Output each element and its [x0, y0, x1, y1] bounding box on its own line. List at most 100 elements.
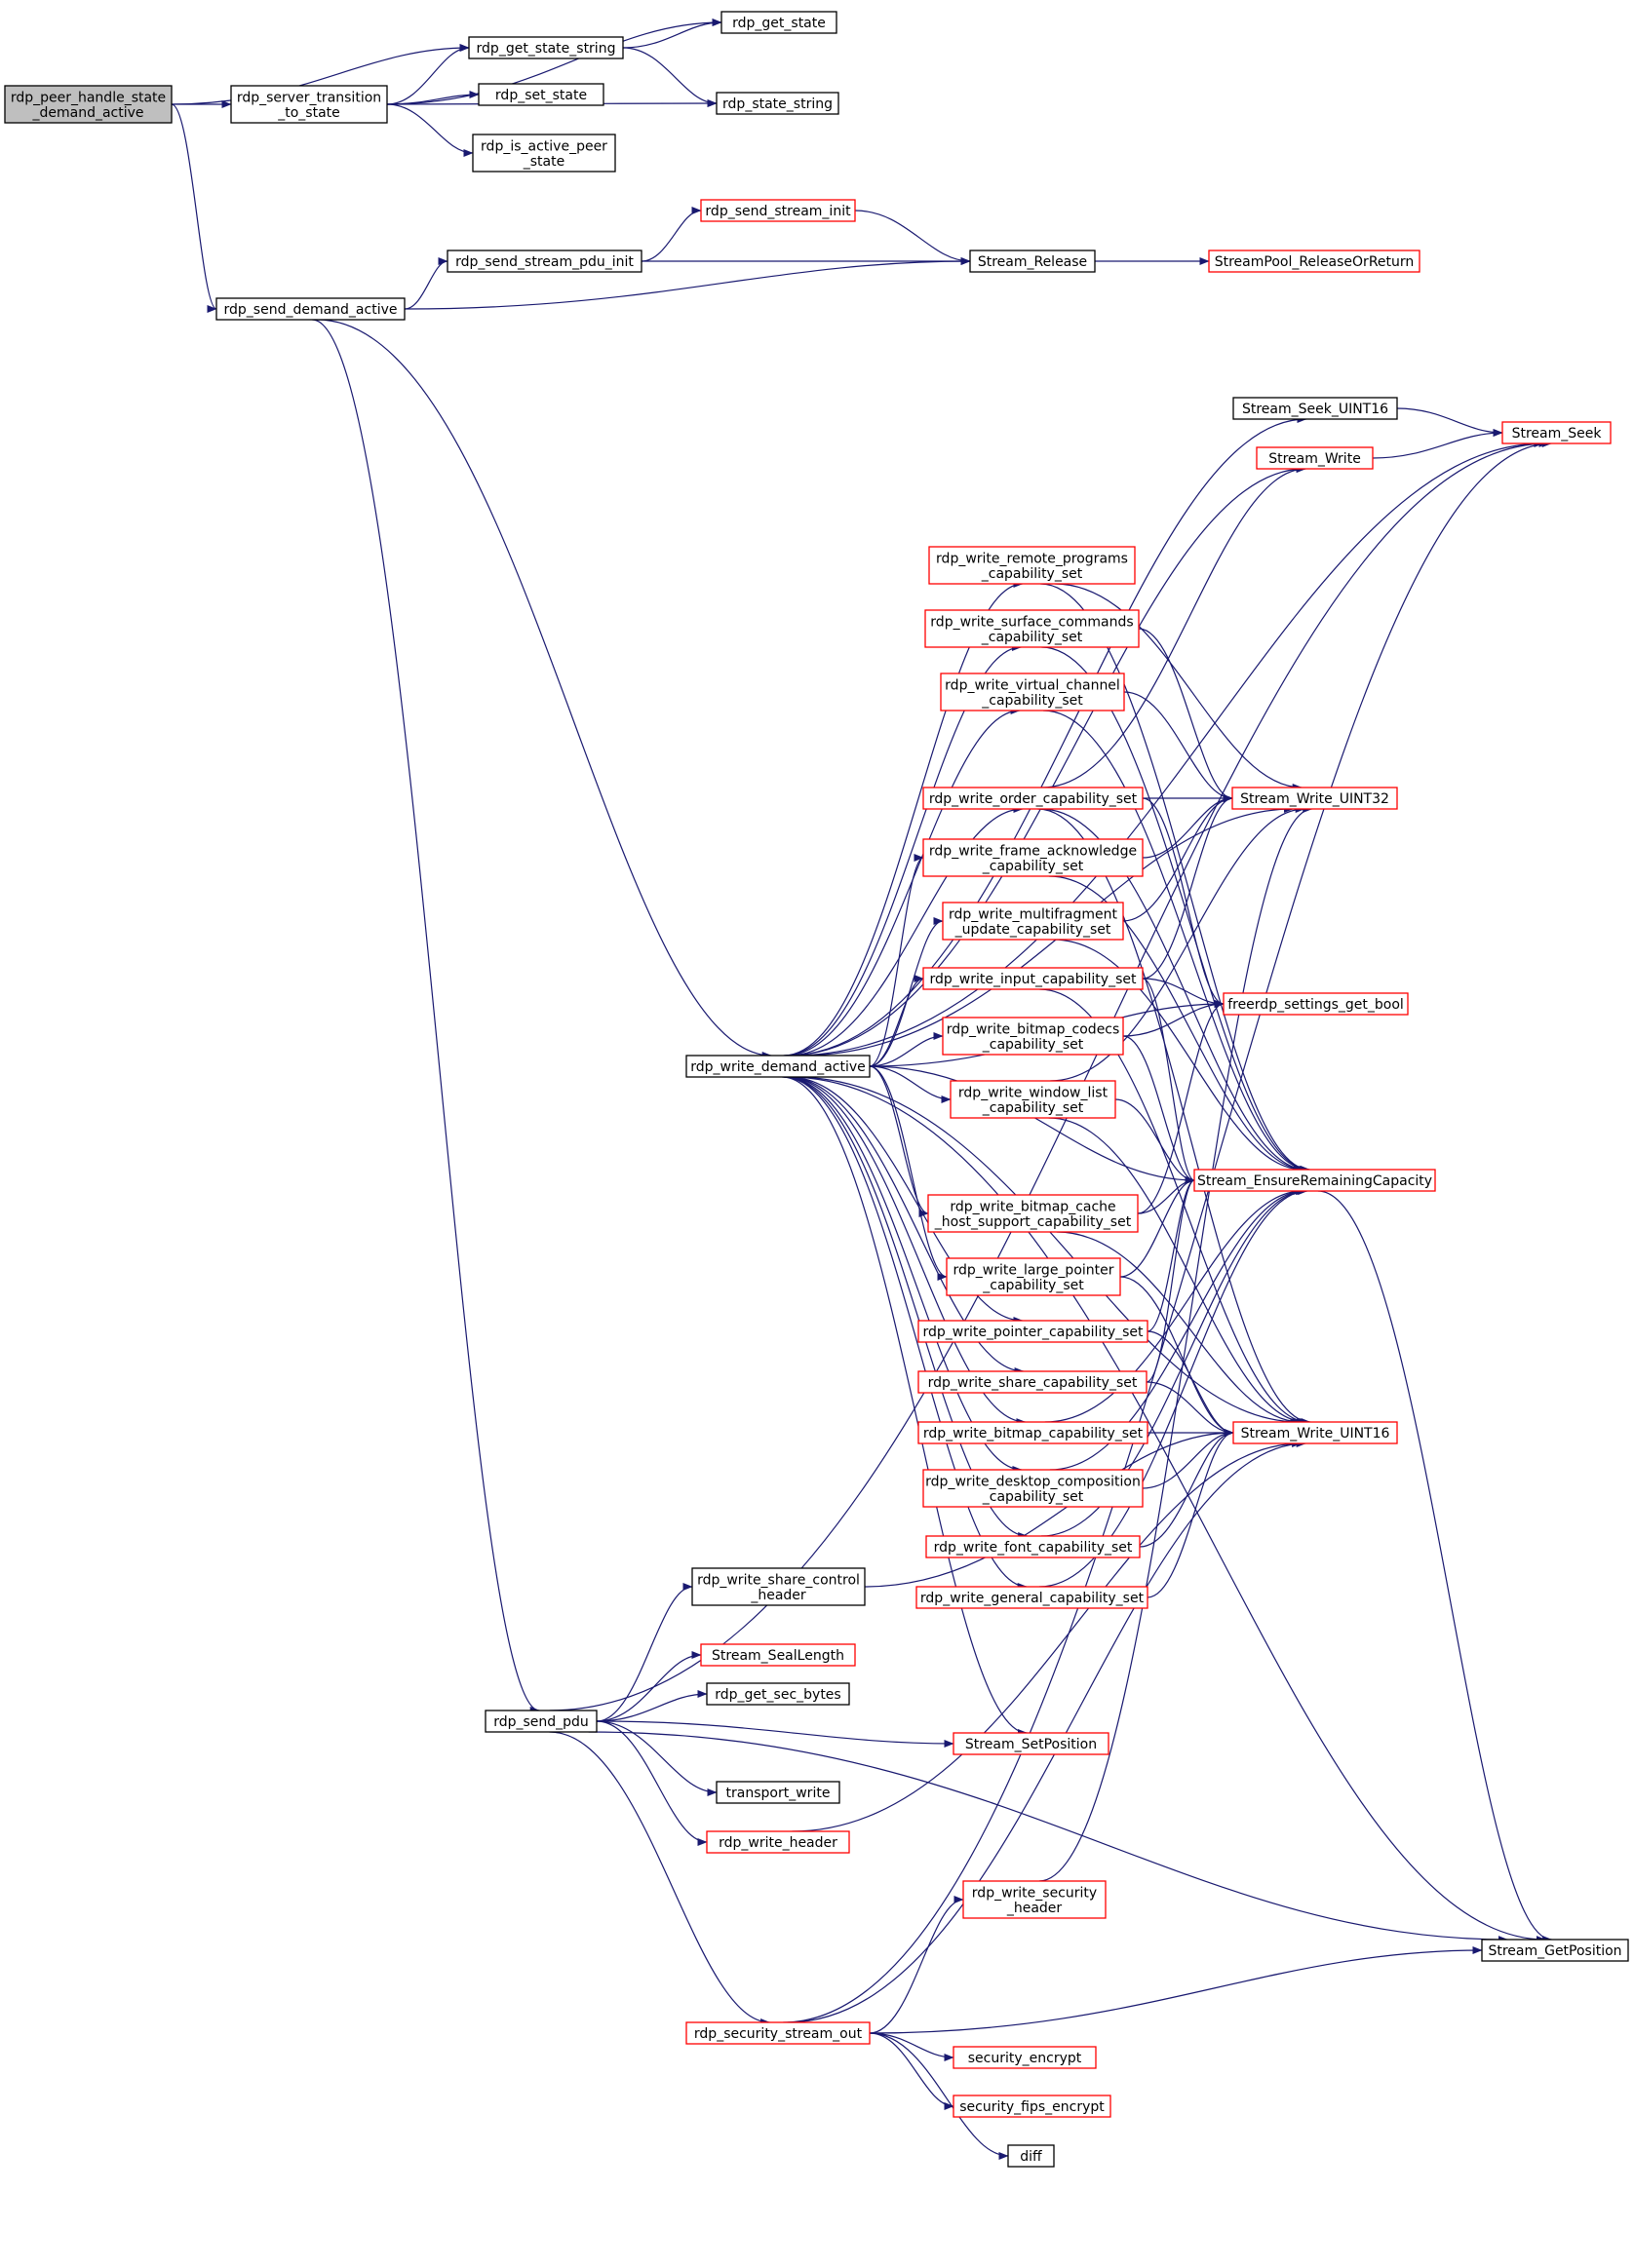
node-stream-pdu-init[interactable]: rdp_send_stream_pdu_init	[447, 250, 642, 273]
node-write-uint16[interactable]: Stream_Write_UINT16	[1232, 1421, 1398, 1444]
node-label: _capability_set	[982, 1278, 1084, 1293]
node-large-pointer[interactable]: rdp_write_large_pointer_capability_set	[946, 1257, 1121, 1296]
node-stream-init[interactable]: rdp_send_stream_init	[700, 199, 856, 222]
edge-order_cap-to-settings_bool	[1142, 797, 1225, 1008]
node-box	[685, 1055, 871, 1078]
node-box	[922, 1469, 1144, 1508]
node-set-position[interactable]: Stream_SetPosition	[953, 1732, 1109, 1755]
edge-virtual_channel-to-ensure_capacity	[1042, 710, 1309, 1173]
node-peer-handle[interactable]: rdp_peer_handle_state_demand_active	[4, 85, 173, 124]
node-seal-length[interactable]: Stream_SealLength	[700, 1643, 856, 1667]
node-general-cap[interactable]: rdp_write_general_capability_set	[915, 1586, 1148, 1609]
node-bitmap-cap[interactable]: rdp_write_bitmap_capability_set	[917, 1421, 1148, 1444]
node-stream-write[interactable]: Stream_Write	[1256, 446, 1374, 470]
node-write-header[interactable]: rdp_write_header	[706, 1830, 850, 1854]
node-box	[928, 546, 1136, 585]
node-label: rdp_write_frame_acknowledge	[929, 843, 1137, 859]
node-sec-encrypt[interactable]: security_encrypt	[953, 2046, 1097, 2069]
node-label: _capability_set	[982, 859, 1084, 874]
node-box	[953, 1732, 1109, 1755]
edge-send_pdu-to-write_header	[596, 1720, 708, 1846]
node-share-cap[interactable]: rdp_write_share_capability_set	[917, 1370, 1148, 1394]
node-label: Stream_Seek_UINT16	[1242, 402, 1388, 417]
node-pool-release[interactable]: StreamPool_ReleaseOrReturn	[1208, 250, 1420, 273]
node-virtual-channel[interactable]: rdp_write_virtual_channel_capability_set	[940, 673, 1125, 711]
node-box	[716, 1781, 840, 1804]
node-surface-cmds[interactable]: rdp_write_surface_commands_capability_se…	[924, 609, 1140, 648]
node-diff[interactable]: diff	[1007, 2144, 1055, 2168]
node-frame-ack[interactable]: rdp_write_frame_acknowledge_capability_s…	[922, 838, 1144, 877]
node-font-cap[interactable]: rdp_write_font_capability_set	[925, 1535, 1141, 1558]
node-label: rdp_write_virtual_channel	[945, 677, 1120, 693]
node-stream-release[interactable]: Stream_Release	[969, 250, 1096, 273]
node-input-cap[interactable]: rdp_write_input_capability_set	[922, 967, 1144, 990]
node-label: rdp_write_security	[972, 1885, 1097, 1901]
node-security-header[interactable]: rdp_write_security_header	[962, 1880, 1107, 1919]
node-box	[478, 83, 604, 106]
node-desktop-comp[interactable]: rdp_write_desktop_composition_capability…	[922, 1469, 1144, 1508]
node-fips-encrypt[interactable]: security_fips_encrypt	[953, 2095, 1111, 2118]
edge-transition-to-get_state_string	[386, 44, 470, 105]
edge-sec_stream_out-to-stream_seek	[783, 440, 1552, 2023]
node-box	[1007, 2144, 1055, 2168]
node-pointer-cap[interactable]: rdp_write_pointer_capability_set	[917, 1320, 1148, 1343]
node-bitmap-cache-host[interactable]: rdp_write_bitmap_cache_host_support_capa…	[927, 1194, 1139, 1233]
node-label: _capability_set	[982, 1489, 1084, 1505]
node-write-demand[interactable]: rdp_write_demand_active	[685, 1055, 871, 1078]
node-seek-uint16[interactable]: Stream_Seek_UINT16	[1232, 397, 1398, 420]
node-box	[700, 199, 856, 222]
edge-get_state_string-to-state_string	[622, 47, 718, 107]
node-label: rdp_get_sec_bytes	[715, 1687, 840, 1703]
node-remote-programs[interactable]: rdp_write_remote_programs_capability_set	[928, 546, 1136, 585]
node-box	[1232, 397, 1398, 420]
edge-write_demand-to-frame_ack	[869, 854, 924, 1067]
node-label: rdp_write_share_capability_set	[928, 1375, 1138, 1391]
node-box	[950, 1080, 1116, 1119]
node-label: _update_capability_set	[954, 922, 1111, 938]
edge-bitmap_cap-to-ensure_capacity	[1044, 1187, 1303, 1423]
node-label: _capability_set	[981, 630, 1083, 645]
node-label: security_fips_encrypt	[959, 2099, 1105, 2115]
node-write-uint32[interactable]: Stream_Write_UINT32	[1231, 787, 1398, 810]
node-label: _host_support_capability_set	[934, 1214, 1132, 1230]
node-label: rdp_write_bitmap_codecs	[947, 1021, 1120, 1037]
node-label: Stream_Write_UINT16	[1241, 1426, 1390, 1442]
node-send-pdu[interactable]: rdp_send_pdu	[485, 1710, 598, 1733]
node-get-state-string[interactable]: rdp_get_state_string	[468, 36, 624, 59]
node-stream-seek[interactable]: Stream_Seek	[1501, 421, 1612, 444]
node-is-active-peer[interactable]: rdp_is_active_peer_state	[472, 134, 616, 173]
node-get-position[interactable]: Stream_GetPosition	[1481, 1939, 1629, 1962]
node-share-ctrl-hdr[interactable]: rdp_write_share_control_header	[691, 1567, 866, 1606]
node-state-string[interactable]: rdp_state_string	[716, 92, 839, 115]
edge-write_demand-to-font_cap	[783, 1076, 1029, 1540]
node-box	[922, 787, 1144, 810]
node-box	[706, 1682, 850, 1706]
node-get-state[interactable]: rdp_get_state	[720, 11, 837, 34]
node-window-list[interactable]: rdp_write_window_list_capability_set	[950, 1080, 1116, 1119]
node-label: _header	[750, 1588, 806, 1603]
edge-ensure_capacity-to-get_position	[1317, 1190, 1553, 1943]
node-label: Stream_SetPosition	[965, 1737, 1097, 1752]
node-settings-bool[interactable]: freerdp_settings_get_bool	[1223, 992, 1409, 1016]
node-label: rdp_server_transition	[237, 90, 381, 105]
node-label: rdp_write_window_list	[958, 1085, 1109, 1100]
node-transport-write[interactable]: transport_write	[716, 1781, 840, 1804]
node-box	[925, 1535, 1141, 1558]
edge-desktop_comp-to-ensure_capacity	[1049, 1187, 1305, 1471]
node-label: rdp_send_demand_active	[224, 302, 398, 318]
node-sec-bytes[interactable]: rdp_get_sec_bytes	[706, 1682, 850, 1706]
node-multifragment[interactable]: rdp_write_multifragment_update_capabilit…	[942, 902, 1124, 941]
node-label: _capability_set	[981, 693, 1083, 709]
node-box	[1256, 446, 1374, 470]
node-label: rdp_write_remote_programs	[936, 551, 1128, 566]
node-sec-stream-out[interactable]: rdp_security_stream_out	[685, 2021, 871, 2045]
node-send-demand[interactable]: rdp_send_demand_active	[215, 297, 406, 321]
node-set-state[interactable]: rdp_set_state	[478, 83, 604, 106]
node-bitmap-codecs[interactable]: rdp_write_bitmap_codecs_capability_set	[942, 1017, 1124, 1056]
node-order-cap[interactable]: rdp_write_order_capability_set	[922, 787, 1144, 810]
node-transition[interactable]: rdp_server_transition_to_state	[230, 85, 388, 124]
edge-window_list-to-write_uint16	[1048, 1117, 1307, 1426]
node-ensure-capacity[interactable]: Stream_EnsureRemainingCapacity	[1193, 1169, 1436, 1192]
node-label: Stream_Write_UINT32	[1240, 791, 1389, 807]
edge-write_demand-to-stream_seek	[791, 440, 1544, 1057]
